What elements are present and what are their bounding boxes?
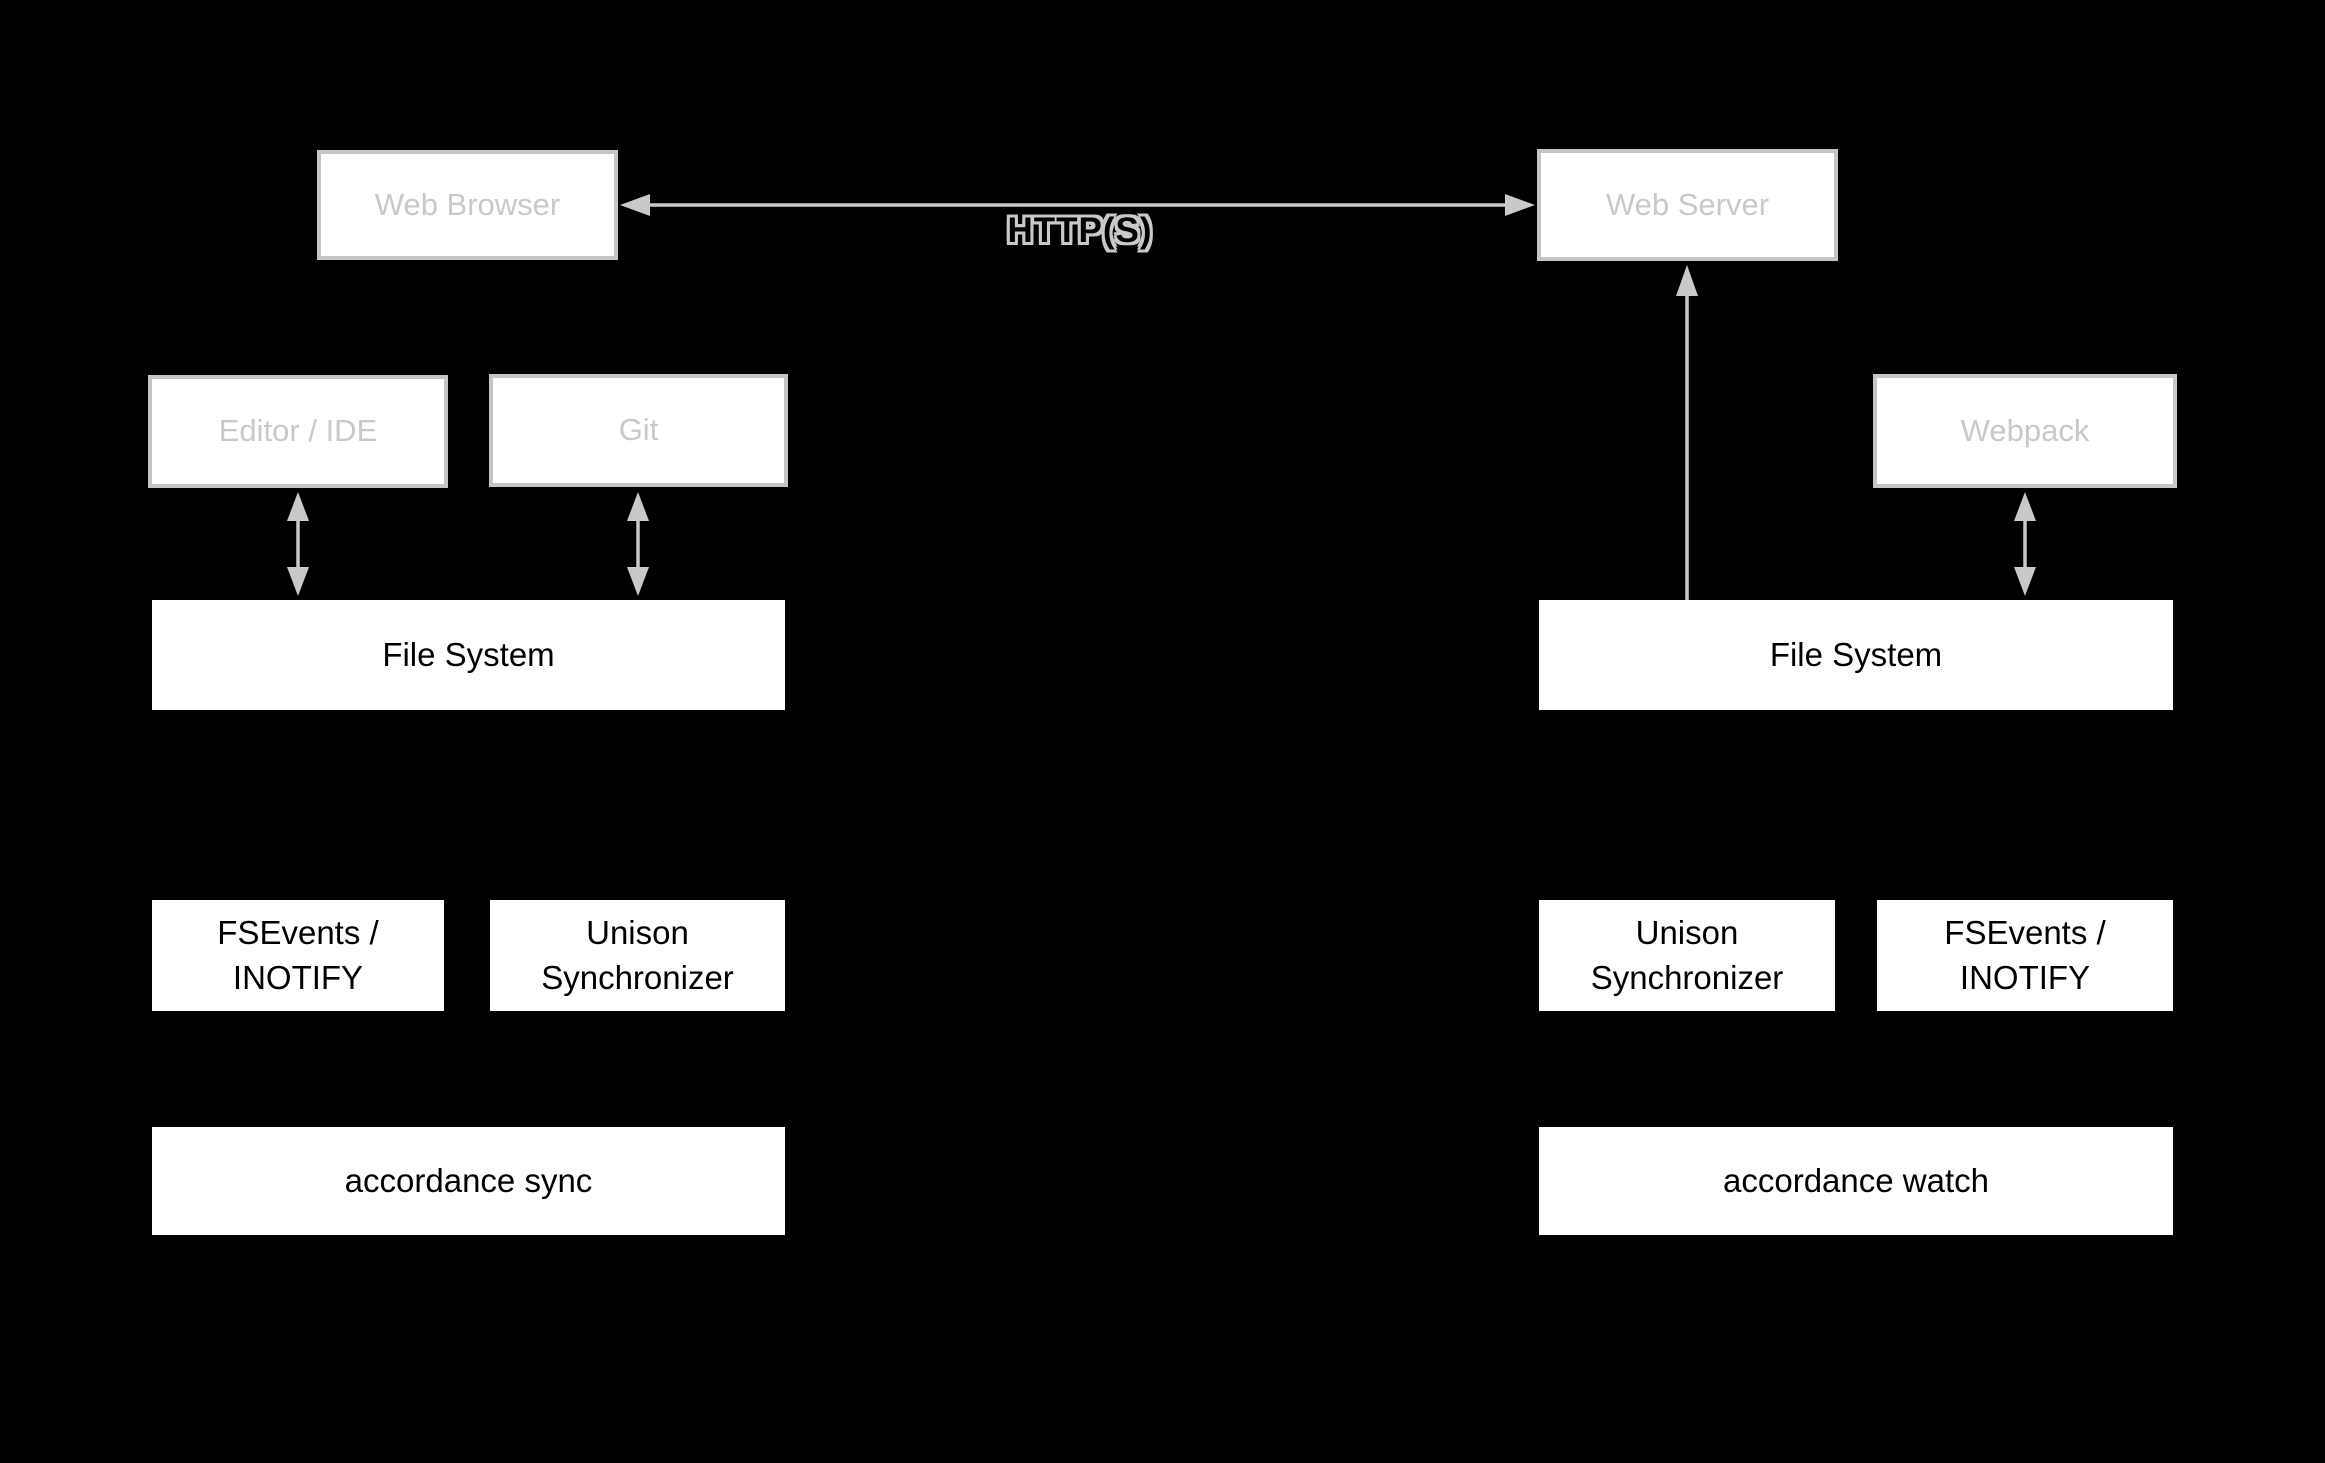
node-fsevents-inotify-right-label: FSEvents / INOTIFY: [1944, 913, 2106, 996]
arrow-webpack-filesystem: [2014, 492, 2036, 596]
node-accordance-watch: accordance watch: [1539, 1127, 2173, 1235]
node-file-system-right-label: File System: [1769, 635, 1943, 673]
node-fsevents-inotify-left-label: FSEvents / INOTIFY: [217, 913, 379, 996]
arrow-editor-filesystem: [287, 492, 309, 596]
node-webpack: Webpack: [1873, 374, 2177, 488]
node-unison-synchronizer-left-label: Unison Synchronizer: [541, 913, 734, 996]
node-editor-ide-label: Editor / IDE: [218, 413, 378, 449]
node-web-server-label: Web Server: [1605, 186, 1770, 222]
node-unison-synchronizer-right-label: Unison Synchronizer: [1590, 913, 1784, 996]
node-web-browser: Web Browser: [317, 150, 618, 260]
node-accordance-watch-label: accordance watch: [1723, 1161, 1989, 1199]
arrow-filesystem-webserver: [1676, 265, 1698, 600]
node-unison-synchronizer-right: Unison Synchronizer: [1539, 900, 1835, 1011]
node-web-browser-label: Web Browser: [374, 186, 561, 222]
node-file-system-left: File System: [152, 600, 785, 710]
node-accordance-sync: accordance sync: [152, 1127, 785, 1235]
node-unison-synchronizer-left: Unison Synchronizer: [490, 900, 785, 1011]
node-accordance-sync-label: accordance sync: [344, 1161, 593, 1199]
node-fsevents-inotify-left: FSEvents / INOTIFY: [152, 900, 444, 1011]
node-git: Git: [489, 374, 788, 487]
node-web-server: Web Server: [1537, 149, 1838, 261]
arrow-http: [620, 194, 1535, 216]
node-editor-ide: Editor / IDE: [148, 375, 448, 488]
node-fsevents-inotify-right: FSEvents / INOTIFY: [1877, 900, 2173, 1011]
edge-label-http: HTTP(S): [1007, 211, 1153, 250]
arrow-git-filesystem: [627, 492, 649, 596]
node-file-system-right: File System: [1539, 600, 2173, 710]
node-webpack-label: Webpack: [1960, 412, 2090, 448]
node-git-label: Git: [618, 412, 659, 448]
node-file-system-left-label: File System: [382, 635, 555, 673]
